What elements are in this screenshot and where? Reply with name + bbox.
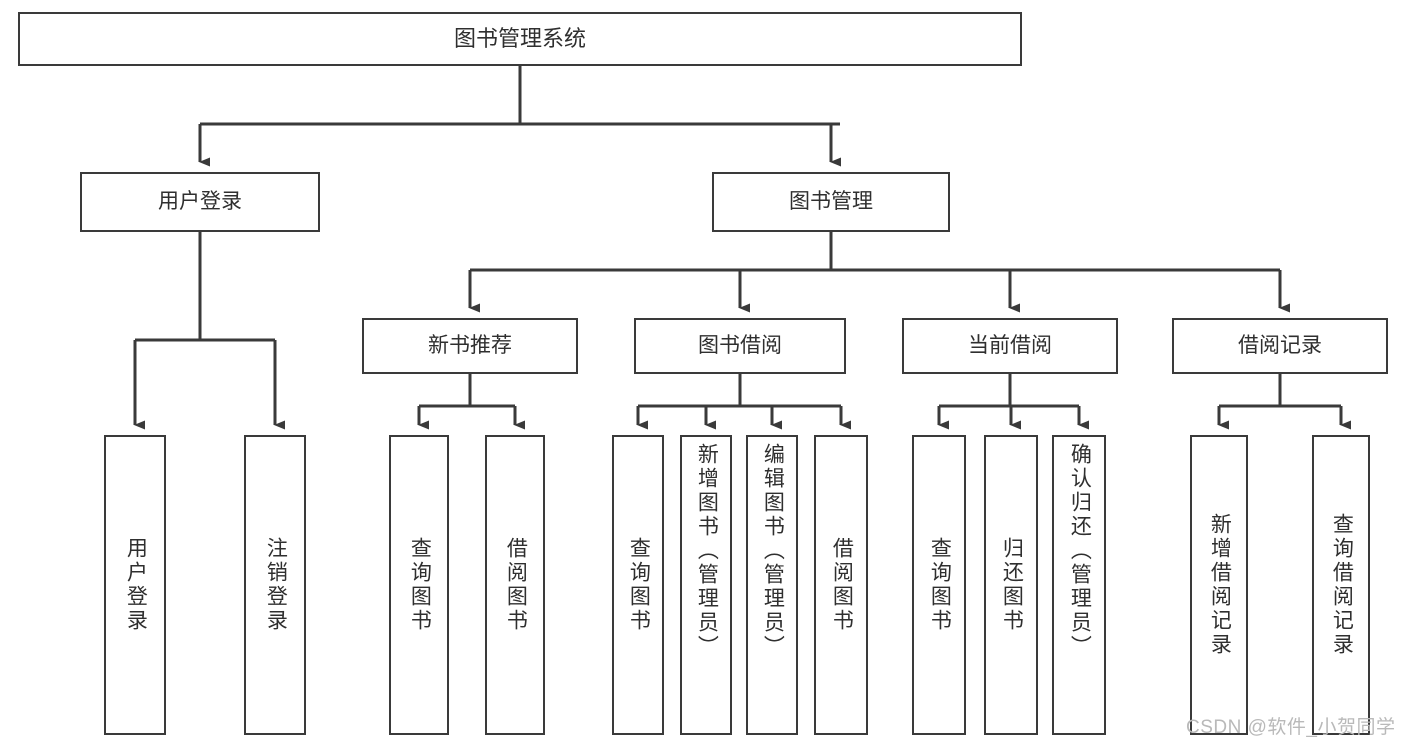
node-new-book-recommend[interactable]: 新书推荐	[362, 318, 578, 374]
edge-root-to-level2	[198, 66, 841, 167]
node-label: 用户登录	[158, 189, 242, 213]
leaf-query-book-recommend[interactable]: 查询图书	[389, 435, 449, 735]
node-label: 用户登录	[124, 537, 148, 633]
node-label: 注销登录	[264, 537, 288, 633]
node-root-system[interactable]: 图书管理系统	[18, 12, 1022, 66]
edge-newbook-to-leaves	[417, 374, 525, 430]
leaf-logout-login[interactable]: 注销登录	[244, 435, 306, 735]
node-label: 图书管理系统	[453, 26, 586, 52]
node-label: 图书借阅	[698, 333, 782, 357]
node-label: 新书推荐	[428, 333, 512, 357]
leaf-borrow-book[interactable]: 借阅图书	[814, 435, 868, 735]
node-label: 归还图书	[1000, 537, 1024, 633]
edge-bookmanage-to-level3	[468, 232, 1290, 313]
node-label: 确认归还（管理员）	[1068, 443, 1092, 659]
node-label: 编辑图书（管理员）	[761, 443, 785, 659]
node-user-login[interactable]: 用户登录	[80, 172, 320, 232]
edge-userlogin-to-leaves	[133, 232, 285, 430]
leaf-confirm-return-admin[interactable]: 确认归还（管理员）	[1052, 435, 1106, 735]
csdn-watermark: CSDN @软件_小贺同学	[1186, 717, 1396, 738]
leaf-user-login[interactable]: 用户登录	[104, 435, 166, 735]
node-label: 查询借阅记录	[1330, 513, 1354, 657]
leaf-add-book-admin[interactable]: 新增图书（管理员）	[680, 435, 732, 735]
node-label: 借阅图书	[504, 537, 528, 633]
node-label: 图书管理	[789, 189, 873, 213]
node-label: 借阅记录	[1238, 333, 1322, 357]
node-label: 当前借阅	[968, 333, 1052, 357]
node-label: 新增图书（管理员）	[695, 443, 719, 659]
edge-currentborrow-to-leaves	[937, 374, 1089, 430]
edge-borrowrecord-to-leaves	[1217, 374, 1351, 430]
node-label: 查询图书	[928, 537, 952, 633]
node-book-manage[interactable]: 图书管理	[712, 172, 950, 232]
node-borrow-record[interactable]: 借阅记录	[1172, 318, 1388, 374]
node-label: 查询图书	[408, 537, 432, 633]
leaf-query-borrow-record[interactable]: 查询借阅记录	[1312, 435, 1370, 735]
node-label: 借阅图书	[830, 537, 854, 633]
node-book-borrow[interactable]: 图书借阅	[634, 318, 846, 374]
node-label: 新增借阅记录	[1208, 513, 1232, 657]
edge-bookborrow-to-leaves	[636, 374, 851, 430]
leaf-query-book-borrow[interactable]: 查询图书	[612, 435, 664, 735]
leaf-borrow-book-recommend[interactable]: 借阅图书	[485, 435, 545, 735]
leaf-return-book[interactable]: 归还图书	[984, 435, 1038, 735]
node-label: 查询图书	[627, 537, 651, 633]
leaf-add-borrow-record[interactable]: 新增借阅记录	[1190, 435, 1248, 735]
leaf-edit-book-admin[interactable]: 编辑图书（管理员）	[746, 435, 798, 735]
node-current-borrow[interactable]: 当前借阅	[902, 318, 1118, 374]
leaf-query-book-current[interactable]: 查询图书	[912, 435, 966, 735]
